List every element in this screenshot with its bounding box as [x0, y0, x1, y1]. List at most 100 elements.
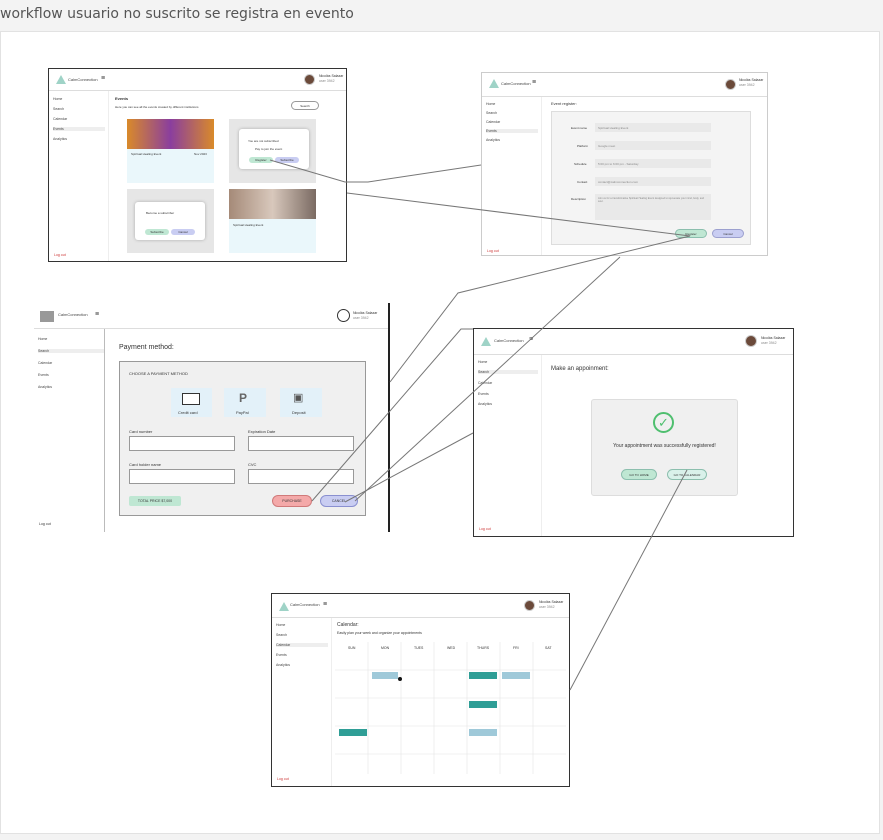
sidebar-item-analytics[interactable]: Analytics [38, 385, 53, 389]
app-header: CalmConnection ≡ Nicolás Salazar user 39… [474, 329, 793, 355]
day-header: WED [447, 646, 456, 650]
events-screen[interactable]: CalmConnection ≡ Nicolás Salazar user 39… [48, 68, 347, 262]
schedule-select[interactable] [595, 159, 711, 168]
popup2-cancel-button[interactable]: Cancel [171, 229, 195, 235]
cancel-button[interactable]: CANCEL [320, 495, 358, 507]
sidebar-item-home[interactable]: Home [478, 360, 488, 364]
popup1-subscribe-button[interactable]: Subscribe [275, 157, 299, 163]
contact-field[interactable] [595, 177, 711, 186]
logout-link[interactable]: Log out [39, 522, 51, 526]
appointment-screen[interactable]: CalmConnection ≡ Nicolás Salazar user 39… [473, 328, 794, 537]
sidebar-item-events[interactable]: Events [38, 373, 49, 377]
cancel-button[interactable]: Cancel [712, 229, 744, 238]
avatar[interactable] [304, 74, 315, 85]
brand-name: CalmConnection [494, 338, 524, 343]
appointment-block[interactable] [469, 672, 497, 679]
sidebar-item-events[interactable]: Events [478, 392, 489, 396]
popup1-register-button[interactable]: Register [249, 157, 273, 163]
total-price: TOTAL PRICE $7,000 [129, 496, 181, 506]
search-filter[interactable]: Search [291, 101, 319, 110]
popup2-title: Become a subscriber [146, 211, 175, 215]
payment-screen[interactable]: CalmConnection ≡ Nicolás Salazar user 39… [34, 303, 390, 532]
sidebar-item-home[interactable]: Home [276, 623, 286, 627]
go-calendar-button[interactable]: GO TO CALENDAR [667, 469, 707, 480]
sidebar-item-home[interactable]: Home [53, 97, 63, 101]
sidebar-item-events[interactable]: Events [276, 653, 287, 657]
sidebar-item-search[interactable]: Search [478, 370, 538, 374]
appointment-heading: Make an appoinment: [551, 366, 609, 372]
credit-card-icon [182, 393, 200, 405]
user-sub: user 3942 [319, 79, 335, 83]
logo-icon [489, 79, 499, 88]
sidebar-item-calendar[interactable]: Calendar [276, 643, 328, 647]
event-name-value: Spiritual Healing Event [598, 126, 629, 130]
platform-value: Google meet [598, 144, 616, 148]
event-card-1[interactable] [127, 149, 214, 183]
sidebar-item-calendar[interactable]: Calendar [53, 117, 68, 121]
avatar[interactable] [745, 335, 757, 347]
sidebar-item-events[interactable]: Events [53, 127, 105, 131]
popup1-sub: Pay to join the event [255, 147, 283, 151]
cvc-input[interactable] [248, 469, 354, 484]
appointment-block[interactable] [339, 729, 367, 736]
menu-icon[interactable]: ≡ [323, 601, 328, 608]
menu-icon[interactable]: ≡ [529, 336, 534, 343]
logout-link[interactable]: Log out [277, 777, 289, 781]
success-message: Your appointment was successfully regist… [613, 443, 716, 449]
calendar-subheading: Easily plan your week and organize your … [337, 631, 422, 635]
go-home-button[interactable]: GO TO HOME [621, 469, 657, 480]
card-number-input[interactable] [129, 436, 235, 451]
sidebar-item-search[interactable]: Search [486, 111, 498, 115]
sidebar-item-analytics[interactable]: Analytics [53, 137, 68, 141]
calendar-grid: SUN MON TUES WED THURS FRI SAT [335, 642, 566, 774]
sidebar-item-calendar[interactable]: Calendar [38, 361, 53, 365]
sidebar-item-analytics[interactable]: Analytics [486, 138, 501, 142]
avatar[interactable] [725, 79, 736, 90]
sidebar-item-analytics[interactable]: Analytics [478, 402, 493, 406]
sidebar-item-home[interactable]: Home [38, 337, 48, 341]
field-label-description: Description [571, 197, 587, 201]
day-header: THURS [477, 646, 490, 650]
platform-field[interactable] [595, 141, 711, 150]
user-sub: user 3942 [739, 83, 755, 87]
field-label-event-name: Event name [571, 126, 588, 130]
sidebar-item-home[interactable]: Home [486, 102, 496, 106]
register-button[interactable]: Register [675, 229, 707, 238]
logout-link[interactable]: Log out [487, 249, 499, 253]
register-screen[interactable]: CalmConnection ≡ Nicolás Salazar user 39… [481, 72, 768, 256]
user-icon[interactable] [337, 309, 350, 322]
sidebar-item-events[interactable]: Events [486, 129, 538, 133]
logout-link[interactable]: Log out [479, 527, 491, 531]
appointment-block[interactable] [502, 672, 530, 679]
appointment-block[interactable] [469, 701, 497, 708]
logout-link[interactable]: Log out [54, 253, 66, 257]
popup2-subscribe-button[interactable]: Subscribe [145, 229, 169, 235]
contact-value: contact@calmconnection.com [598, 180, 639, 184]
menu-icon[interactable]: ≡ [95, 311, 100, 318]
day-header: MON [381, 646, 390, 650]
page-title: workflow usuario no suscrito se registra… [0, 6, 354, 22]
appointment-block[interactable] [469, 729, 497, 736]
event-name-field[interactable] [595, 123, 711, 132]
day-header: FRI [513, 646, 519, 650]
avatar[interactable] [524, 600, 535, 611]
card2-title: Spiritual Healing Event [233, 223, 264, 227]
menu-icon[interactable]: ≡ [532, 79, 537, 86]
app-header: CalmConnection ≡ Nicolás Salazar user 39… [272, 594, 569, 618]
logo-icon [279, 602, 289, 611]
sidebar-item-search[interactable]: Search [53, 107, 65, 111]
event-card-4[interactable] [229, 219, 316, 253]
purchase-button[interactable]: PURCHASE [272, 495, 312, 507]
holder-name-input[interactable] [129, 469, 235, 484]
calendar-screen[interactable]: CalmConnection ≡ Nicolás Salazar user 39… [271, 593, 570, 787]
menu-icon[interactable]: ≡ [101, 75, 106, 82]
sidebar-item-calendar[interactable]: Calendar [478, 381, 493, 385]
expiration-input[interactable] [248, 436, 354, 451]
sidebar-item-calendar[interactable]: Calendar [486, 120, 501, 124]
sidebar: Home Search Calendar Events Analytics Lo… [474, 355, 542, 536]
sidebar-item-search[interactable]: Search [38, 349, 104, 353]
sidebar-item-search[interactable]: Search [276, 633, 288, 637]
paypal-option[interactable] [224, 388, 266, 417]
sidebar-item-analytics[interactable]: Analytics [276, 663, 291, 667]
appointment-block[interactable] [372, 672, 398, 679]
